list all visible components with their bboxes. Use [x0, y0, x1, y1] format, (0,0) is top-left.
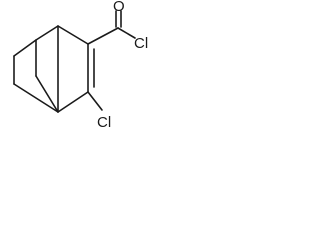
- ring-chlorine-group: Cl: [87, 91, 111, 131]
- acyl-chlorine-label: Cl: [134, 35, 148, 52]
- carbonyl-oxygen-label: O: [113, 0, 125, 15]
- bond-c5-c7: [57, 91, 89, 113]
- structure-canvas: O Cl Cl: [0, 0, 154, 138]
- ring-chlorine-label: Cl: [97, 114, 111, 131]
- bond-c7-cl: [87, 91, 103, 111]
- molecule-diagram: O Cl Cl: [13, 0, 148, 131]
- bond-c1-c2: [35, 25, 59, 41]
- bond-c4-c5: [13, 83, 59, 113]
- bond-back-c5: [35, 75, 59, 113]
- bond-c6-carbonyl: [87, 27, 119, 45]
- bond-c2-c3: [13, 39, 37, 57]
- bond-carbonyl-cl: [117, 27, 136, 39]
- bond-c1-c6: [57, 25, 89, 45]
- bicyclic-skeleton: [13, 25, 95, 113]
- acyl-chloride-group: O Cl: [87, 0, 148, 52]
